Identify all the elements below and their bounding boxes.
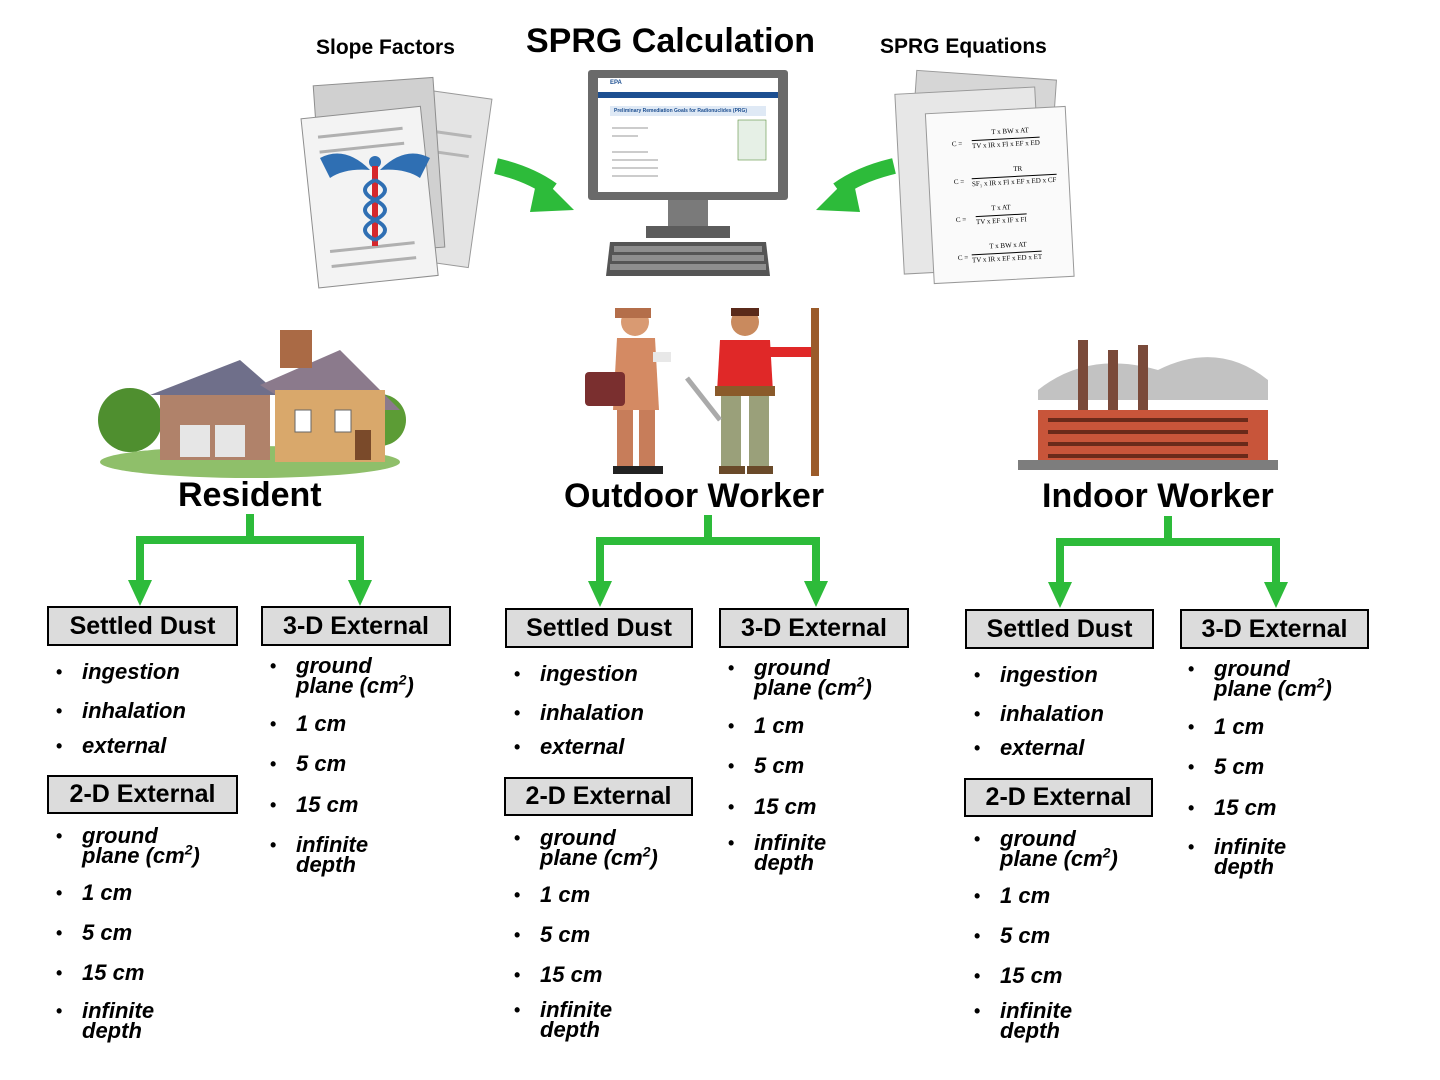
monitor-screen-heading: Preliminary Remediation Goals for Radion…: [614, 108, 748, 114]
slope-factors-document-icon: [300, 76, 493, 289]
two-d-external-box-indoor-worker: 2-D External: [964, 778, 1153, 817]
branch-arrows-outdoor-worker: [588, 515, 828, 607]
outdoor-workers-icon: [585, 308, 819, 476]
eq-2: C = TR SF₁ x IR x FI x EF x ED x CF: [953, 164, 1057, 190]
slope-factors-label: Slope Factors: [316, 36, 455, 59]
three-d-external-box-resident: 3-D External: [261, 606, 451, 646]
equations-text: C = T x BW x AT TV x IR x FI x EF x ED C…: [951, 123, 1079, 281]
three-d-external-box-outdoor-worker: 3-D External: [719, 608, 909, 648]
monitor-screen-logo: EPA: [610, 80, 622, 86]
arrow-slope-factors-to-monitor: [494, 158, 574, 212]
eq-3: C = T x AT TV x EF x IF x FI: [955, 203, 1028, 228]
arrow-equations-to-monitor: [816, 158, 896, 212]
house-icon: [98, 330, 406, 478]
diagram-title: SPRG Calculation: [526, 22, 816, 60]
factory-icon: [1018, 340, 1278, 470]
settled-dust-box-indoor-worker: Settled Dust: [965, 609, 1154, 649]
branch-arrows-indoor-worker: [1048, 516, 1288, 608]
settled-dust-box-outdoor-worker: Settled Dust: [505, 608, 693, 648]
caduceus-icon: [320, 153, 430, 246]
scenario-title-resident: Resident: [178, 476, 322, 514]
two-d-external-box-resident: 2-D External: [47, 775, 238, 814]
scenario-title-outdoor-worker: Outdoor Worker: [564, 477, 825, 515]
sprg-equations-document-icon: [894, 69, 1075, 285]
two-d-external-box-outdoor-worker: 2-D External: [504, 777, 693, 816]
scenario-title-indoor-worker: Indoor Worker: [1042, 477, 1274, 515]
settled-dust-box-resident: Settled Dust: [47, 606, 238, 646]
three-d-external-box-indoor-worker: 3-D External: [1180, 609, 1369, 649]
sprg-equations-label: SPRG Equations: [880, 35, 1047, 58]
computer-monitor-icon: [588, 70, 788, 276]
eq-4: C = T x BW x AT TV x IR x EF x ED x ET: [957, 240, 1043, 266]
eq-1: C = T x BW x AT TV x IR x FI x EF x ED: [951, 126, 1041, 152]
branch-arrows-resident: [128, 514, 372, 606]
